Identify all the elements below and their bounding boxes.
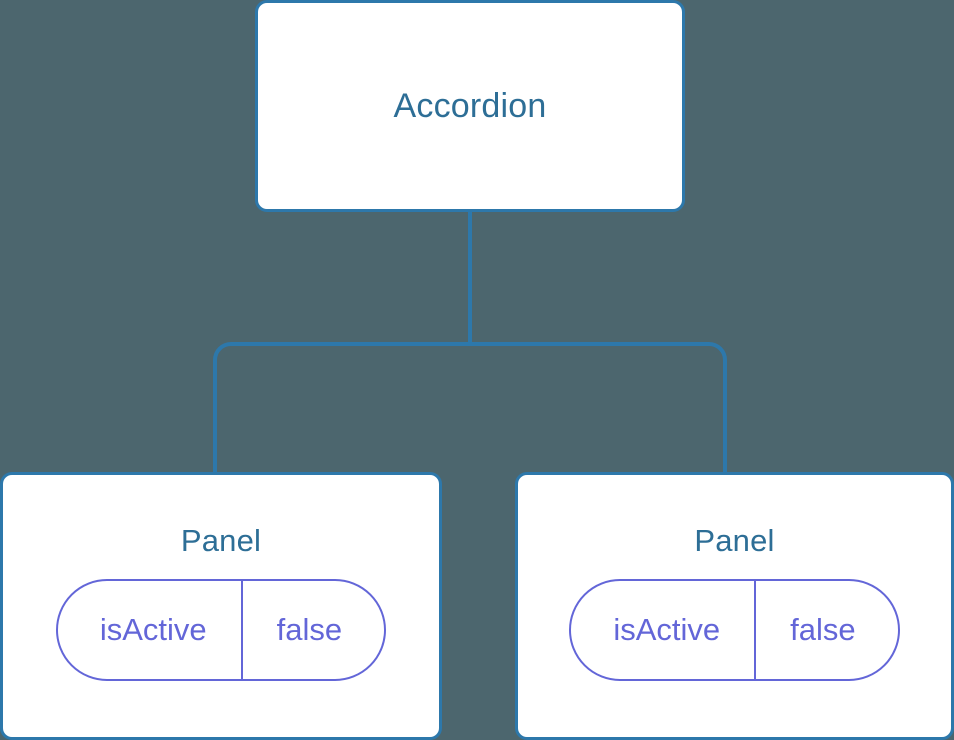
node-panel-1-title: Panel	[694, 523, 775, 558]
node-accordion-title: Accordion	[393, 86, 547, 125]
node-panel-0-title: Panel	[180, 523, 262, 558]
prop-value-isactive-0: false	[240, 581, 384, 679]
prop-value-isactive-1: false	[754, 581, 897, 679]
connector-to-panel-0	[213, 342, 470, 476]
node-panel-0[interactable]: Panel isActive false	[0, 472, 442, 740]
prop-key-isactive-0: isActive	[99, 612, 207, 647]
prop-pill-isactive-1[interactable]: isActive false	[569, 579, 900, 681]
prop-pill-isactive-0[interactable]: isActive false	[55, 579, 387, 681]
connector-to-panel-1	[470, 342, 727, 476]
node-panel-1[interactable]: Panel isActive false	[515, 472, 954, 740]
node-accordion[interactable]: Accordion	[255, 0, 685, 212]
prop-key-isactive-1: isActive	[613, 612, 721, 647]
